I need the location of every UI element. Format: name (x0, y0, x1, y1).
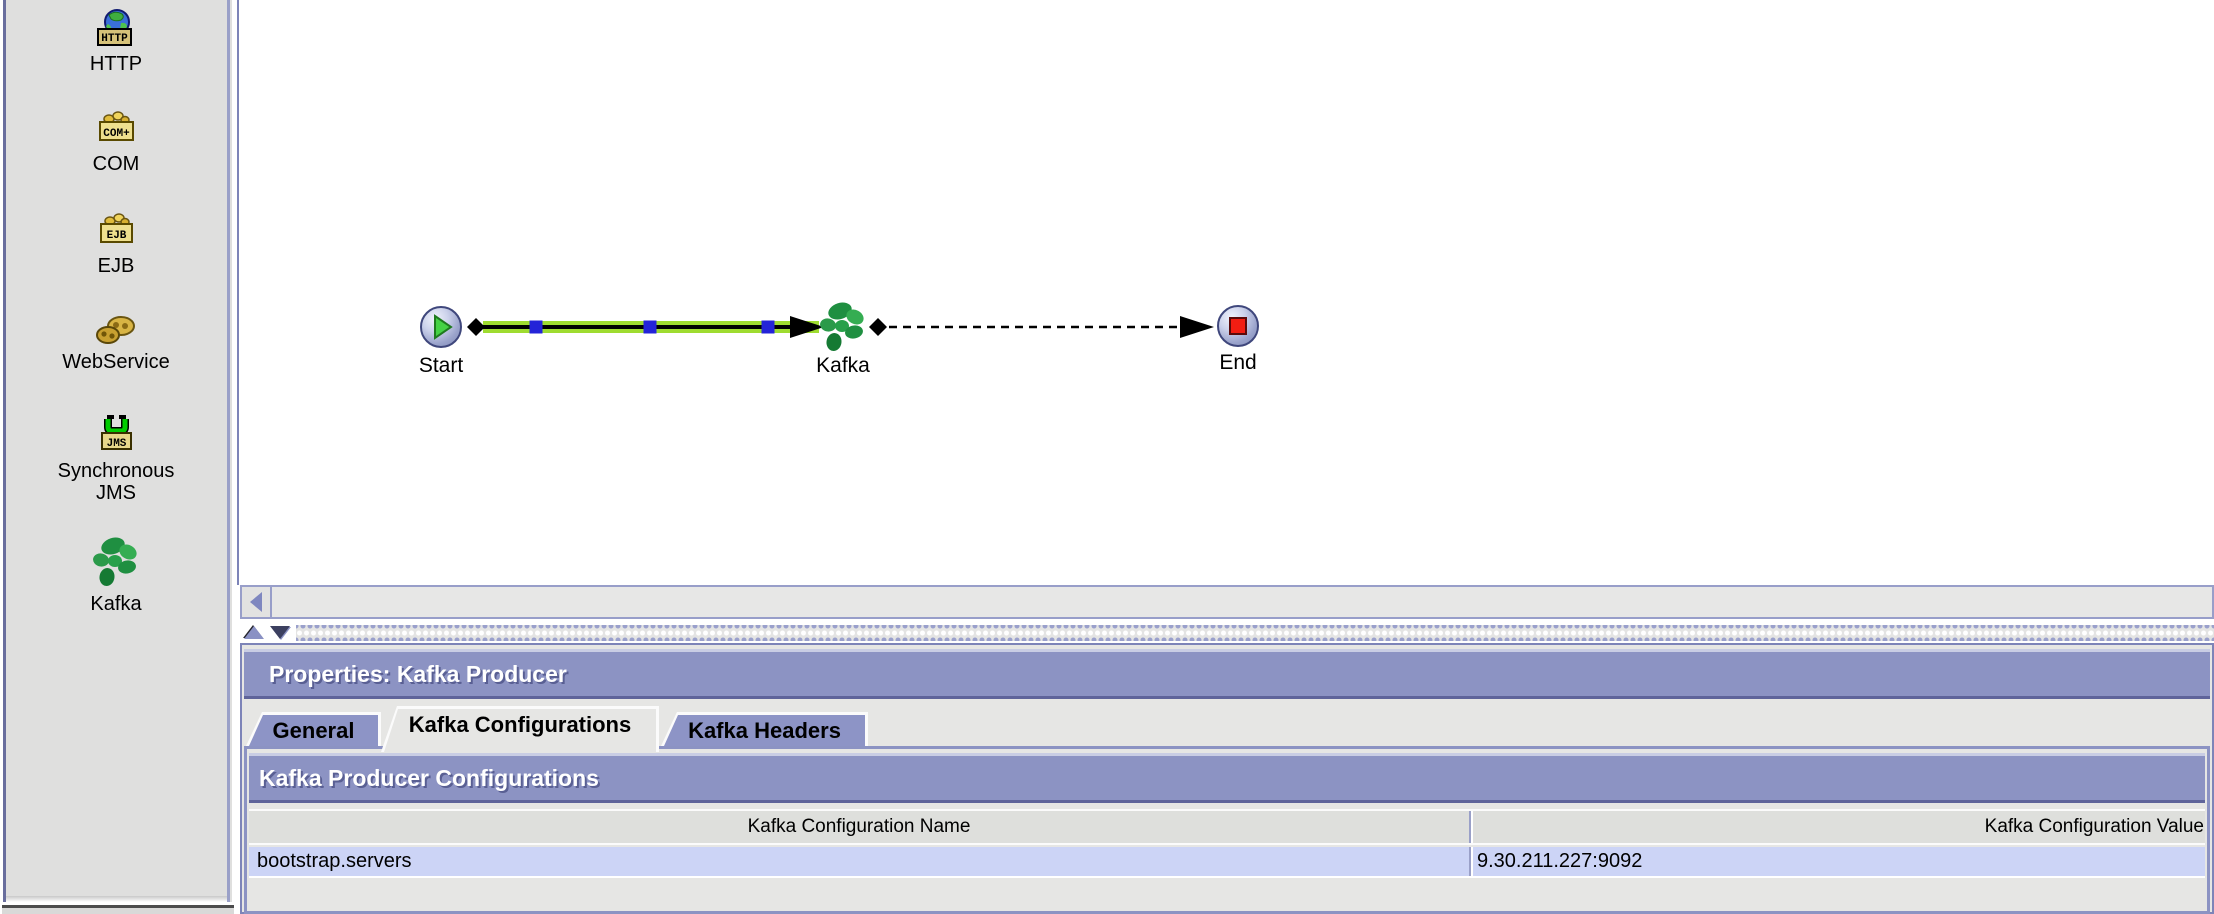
palette-item-label: COM (92, 153, 140, 175)
arrowhead (790, 316, 824, 338)
end-node[interactable] (1217, 305, 1259, 347)
svg-text:HTTP: HTTP (101, 33, 128, 45)
connection-kafka-end[interactable] (869, 316, 1214, 338)
tab-kafka-configurations[interactable]: Kafka Configurations (381, 706, 659, 752)
panel-splitter[interactable] (240, 621, 2214, 643)
palette-item-kafka[interactable]: Kafka (0, 536, 232, 615)
palette-item-ejb[interactable]: EJB EJB (0, 212, 232, 277)
palette-left-border (0, 0, 6, 902)
selection-handle[interactable] (643, 320, 657, 334)
tab-general[interactable]: General (246, 712, 381, 746)
scroll-left-button[interactable] (242, 587, 272, 617)
svg-text:EJB: EJB (107, 230, 127, 242)
start-node-label: Start (418, 354, 464, 377)
start-play-sphere-icon (434, 314, 453, 340)
palette-item-label: EJB (97, 255, 135, 277)
arrowhead (1180, 316, 1214, 338)
ejb-component-icon: EJB (100, 213, 133, 243)
section-title: Kafka Producer Configurations (259, 764, 599, 791)
palette-item-label: Synchronous JMS (57, 460, 175, 504)
tab-kafka-headers[interactable]: Kafka Headers (661, 712, 868, 746)
source-diamond (869, 318, 887, 336)
kafka-clover-icon (93, 537, 137, 586)
end-node-label: End (1219, 351, 1257, 374)
http-globe-icon: HTTP (97, 9, 132, 46)
tab-kafka-headers-label: Kafka Headers (664, 715, 865, 746)
svg-text:JMS: JMS (107, 438, 127, 450)
config-name-cell[interactable]: bootstrap.servers (249, 847, 1471, 876)
palette-item-label: WebService (62, 351, 170, 373)
config-table-header-row: Kafka Configuration Name Kafka Configura… (249, 809, 2205, 845)
svg-text:COM+: COM+ (103, 128, 130, 140)
component-palette: HTTP HTTP COM+ COM EJB EJB (0, 0, 232, 902)
kafka-node[interactable] (819, 301, 867, 358)
kafka-clover-icon (820, 302, 864, 351)
connection-start-kafka[interactable] (467, 316, 824, 338)
selection-handle[interactable] (529, 320, 543, 334)
collapse-up-arrow-icon[interactable] (244, 626, 264, 639)
scroll-left-arrow-icon (250, 592, 262, 612)
kafka-node-label: Kafka (816, 354, 870, 377)
start-node[interactable] (420, 306, 462, 348)
flow-connections (467, 316, 1214, 338)
palette-item-webservice[interactable]: WebService (0, 314, 232, 373)
synchronous-jms-icon: JMS (101, 415, 132, 450)
selection-handle[interactable] (761, 320, 775, 334)
collapse-down-arrow-icon[interactable] (270, 626, 290, 639)
tab-kafka-configurations-label: Kafka Configurations (384, 709, 656, 752)
next-palette-section-stub (2, 905, 234, 914)
column-header-name[interactable]: Kafka Configuration Name (249, 811, 1471, 843)
properties-panel: Properties: Kafka Producer General Kafka… (240, 643, 2214, 914)
palette-item-synchronous-jms[interactable]: JMS Synchronous JMS (0, 413, 232, 504)
palette-item-http[interactable]: HTTP HTTP (0, 8, 232, 75)
end-stop-sphere-icon (1229, 317, 1247, 335)
properties-title-bar: Properties: Kafka Producer (244, 649, 2210, 699)
kafka-configurations-tab-content: Kafka Producer Configurations Kafka Conf… (244, 746, 2210, 914)
config-value-cell[interactable]: 9.30.211.227:9092 (1477, 850, 1643, 872)
config-table-row[interactable]: bootstrap.servers 9.30.211.227:9092 (249, 847, 2205, 878)
flow-canvas[interactable]: Start Kafka End (237, 0, 2214, 585)
source-diamond (467, 318, 485, 336)
properties-title: Properties: Kafka Producer (269, 660, 567, 687)
section-title-bar: Kafka Producer Configurations (249, 753, 2205, 803)
webservice-gears-icon (96, 316, 135, 344)
com-component-icon: COM+ (99, 111, 134, 141)
palette-bottom-edge (0, 896, 230, 902)
palette-item-label: HTTP (89, 53, 143, 75)
canvas-horizontal-scrollbar[interactable] (240, 585, 2214, 619)
tab-general-label: General (249, 715, 378, 746)
palette-item-com[interactable]: COM+ COM (0, 110, 232, 175)
splitter-drag-handle[interactable] (296, 625, 2214, 641)
palette-item-label: Kafka (90, 593, 142, 615)
palette-right-border (227, 0, 230, 902)
column-header-value[interactable]: Kafka Configuration Value (1984, 816, 2204, 837)
